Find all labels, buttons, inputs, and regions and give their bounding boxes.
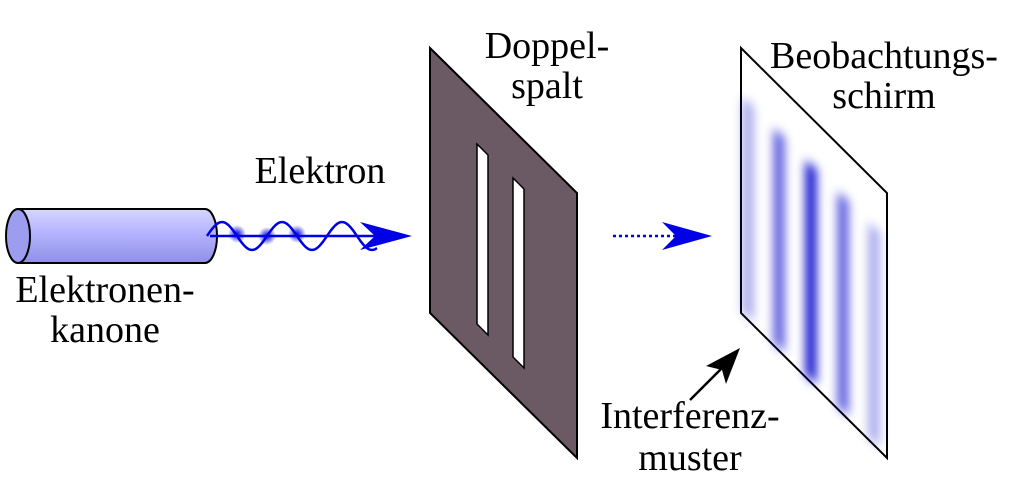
interference-fringes: [742, 96, 880, 448]
electron-dot: [288, 225, 306, 243]
fringe-band-2: [773, 127, 785, 354]
gun-label-line1: Elektronen-: [15, 269, 194, 311]
fringe-band-5: [868, 221, 880, 448]
fringe-band-1: [742, 96, 754, 323]
fringe-band-4: [837, 190, 849, 417]
slit-label-line1: Doppel-: [485, 25, 610, 67]
electron-label: Elektron: [255, 150, 386, 192]
slit-upper: [476, 142, 489, 337]
gun-label-line2: kanone: [50, 309, 160, 351]
observation-screen: [740, 45, 888, 461]
electron-dot: [258, 227, 276, 245]
pattern-label-line1: Interferenz-: [600, 395, 779, 437]
slit-label-line2: spalt: [511, 65, 583, 107]
gun-aperture: [5, 208, 31, 264]
double-slit-plate: [429, 45, 578, 461]
pattern-pointer-arrow: [689, 348, 740, 401]
wave-arrowhead: [360, 222, 412, 250]
screen-label-line2: schirm: [832, 75, 935, 117]
screen-label-line1: Beobachtungs-: [770, 35, 998, 77]
electron-gun: [5, 208, 218, 264]
electron-dot: [228, 225, 246, 243]
electron-wave: [205, 220, 412, 252]
propagation-arrow: [613, 222, 712, 250]
pattern-label-line2: muster: [638, 437, 742, 479]
fringe-band-3: [805, 159, 817, 385]
slit-lower: [512, 176, 525, 370]
